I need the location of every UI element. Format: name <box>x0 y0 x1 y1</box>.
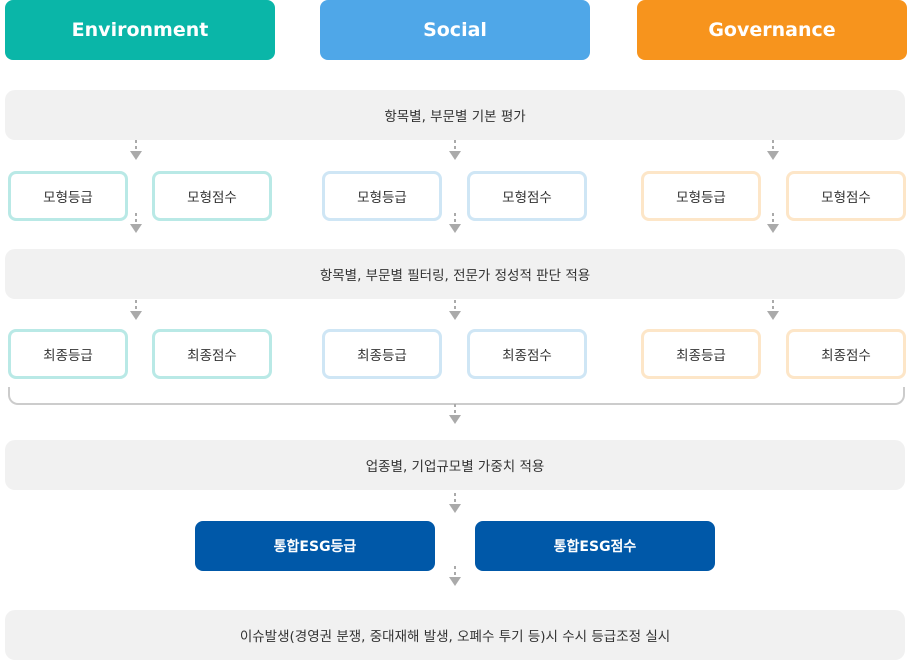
environment-final-grade: 최종등급 <box>8 329 128 379</box>
down-arrow-icon <box>767 300 779 320</box>
social-header: Social <box>320 0 590 60</box>
down-arrow-icon <box>449 213 461 233</box>
down-arrow-icon <box>767 140 779 160</box>
down-arrow-icon <box>449 493 461 513</box>
governance-final-grade: 최종등급 <box>641 329 761 379</box>
down-arrow-icon <box>449 404 461 424</box>
governance-header: Governance <box>637 0 907 60</box>
environment-header: Environment <box>5 0 275 60</box>
basic-evaluation-stage: 항목별, 부문별 기본 평가 <box>5 90 905 140</box>
issue-adjustment-stage: 이슈발생(경영권 분쟁, 중대재해 발생, 오폐수 투기 등)시 수시 등급조정… <box>5 610 905 660</box>
social-final-grade: 최종등급 <box>322 329 442 379</box>
final-results-bracket <box>8 387 905 405</box>
social-final-score: 최종점수 <box>467 329 587 379</box>
down-arrow-icon <box>130 140 142 160</box>
integrated-esg-grade: 통합ESG등급 <box>195 521 435 571</box>
social-model-score: 모형점수 <box>467 171 587 221</box>
environment-model-score: 모형점수 <box>152 171 272 221</box>
down-arrow-icon <box>449 140 461 160</box>
down-arrow-icon <box>130 213 142 233</box>
down-arrow-icon <box>449 300 461 320</box>
down-arrow-icon <box>767 213 779 233</box>
governance-model-score: 모형점수 <box>786 171 906 221</box>
down-arrow-icon <box>449 566 461 586</box>
governance-model-grade: 모형등급 <box>641 171 761 221</box>
environment-model-grade: 모형등급 <box>8 171 128 221</box>
integrated-esg-score: 통합ESG점수 <box>475 521 715 571</box>
down-arrow-icon <box>130 300 142 320</box>
filtering-stage: 항목별, 부문별 필터링, 전문가 정성적 판단 적용 <box>5 249 905 299</box>
governance-final-score: 최종점수 <box>786 329 906 379</box>
social-model-grade: 모형등급 <box>322 171 442 221</box>
industry-weighting-stage: 업종별, 기업규모별 가중치 적용 <box>5 440 905 490</box>
environment-final-score: 최종점수 <box>152 329 272 379</box>
